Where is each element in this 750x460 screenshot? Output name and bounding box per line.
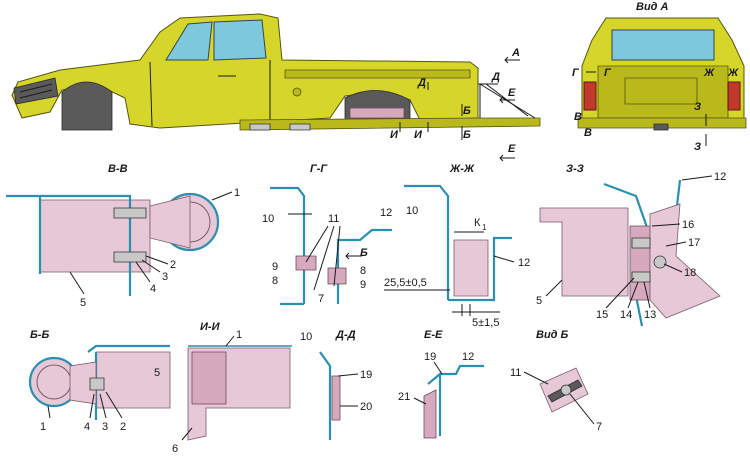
gg-label-10: 10 [262,213,274,225]
marker-i1: И [390,129,399,141]
ee-label-21: 21 [398,391,410,403]
bb-label-3: 3 [102,421,108,433]
marker-z2: З [694,141,701,153]
gg-label-9b: 9 [360,279,366,291]
zhzh-label-10: 10 [406,205,418,217]
marker-v2: В [584,127,592,139]
view-b: Вид Б 11 7 [510,329,602,433]
ii-label-1: 1 [236,329,242,341]
marker-g: Г [572,67,580,79]
gg-label-12: 12 [380,207,392,219]
gg-label-8a: 8 [272,275,278,287]
section-dd: Д-Д 10 19 20 [300,329,372,440]
title-bb: Б-Б [30,329,49,341]
bb-label-4: 4 [84,421,90,433]
marker-d2: Д [491,71,500,83]
pickup-rear-view: Вид А Г Г Ж Ж В В З З [572,1,747,153]
bb-label-2: 2 [120,421,126,433]
zhzh-k1: К [474,217,481,229]
dd-label-19: 19 [360,369,372,381]
title-view-a: Вид А [636,1,669,13]
pickup-side-view: А Д Д Б Б Е Е И И [11,13,541,162]
ii-label-6: 6 [172,443,178,455]
marker-z1: З [694,101,701,113]
marker-a: А [511,47,520,59]
section-zz: З-З 12 16 17 18 5 15 14 13 [536,163,726,327]
title-ee: Е-Е [424,329,443,341]
section-ii: И-И 1 6 [172,321,292,455]
zz-label-15: 15 [596,309,608,321]
marker-g2: Г [604,67,612,79]
vv-label-2: 2 [170,259,176,271]
marker-i2: И [414,129,423,141]
title-gg: Г-Г [310,163,328,175]
gg-label-11: 11 [328,213,339,225]
vv-label-3: 3 [162,271,168,283]
title-vv: В-В [108,163,128,175]
zz-label-13: 13 [644,309,656,321]
zz-label-16: 16 [682,219,694,231]
section-bb: Б-Б 5 1 4 3 2 [28,329,171,433]
bb-label-1: 1 [40,421,46,433]
marker-e2: Е [508,143,516,155]
dd-label-10: 10 [300,331,312,343]
marker-d1: Д [417,77,426,89]
ee-label-19: 19 [424,351,436,363]
gg-label-9a: 9 [272,261,278,273]
bb-label-5: 5 [154,367,160,379]
marker-v: В [574,111,582,123]
gg-label-7: 7 [318,293,324,305]
section-vv: В-В 1 2 3 4 5 [6,163,240,309]
section-gg: Г-Г 10 11 12 9 8 7 8 9 Б [262,163,392,306]
viewb-label-7: 7 [596,421,602,433]
gg-label-b: Б [360,247,368,259]
marker-zh: Ж [703,67,715,79]
marker-b2: Б [463,129,471,141]
section-zhzh: Ж-Ж К 1 10 12 25,5±0,5 5±1,5 [384,163,530,329]
zz-label-18: 18 [684,267,696,279]
title-zz: З-З [566,163,584,175]
zhzh-label-12: 12 [518,257,530,269]
zz-label-5: 5 [536,295,542,307]
marker-b1: Б [463,105,471,117]
ee-label-12: 12 [462,351,474,363]
title-zhzh: Ж-Ж [449,163,475,175]
marker-e1: Е [508,87,516,99]
vv-label-1: 1 [234,187,240,199]
dim-5: 5±1,5 [472,317,499,329]
dim-25-5: 25,5±0,5 [384,277,427,289]
zhzh-k1-sub: 1 [482,223,487,232]
gg-label-8b: 8 [360,265,366,277]
vv-label-4: 4 [150,283,156,295]
zz-label-14: 14 [620,309,632,321]
zz-label-12: 12 [714,171,726,183]
marker-zh2: Ж [727,67,739,79]
title-view-b: Вид Б [536,329,569,341]
title-ii: И-И [200,321,221,333]
zz-label-17: 17 [688,237,700,249]
viewb-label-11: 11 [510,367,521,379]
title-dd: Д-Д [335,329,356,341]
vv-label-5: 5 [80,297,86,309]
section-ee: Е-Е 19 12 21 [398,329,484,439]
dd-label-20: 20 [360,401,372,413]
